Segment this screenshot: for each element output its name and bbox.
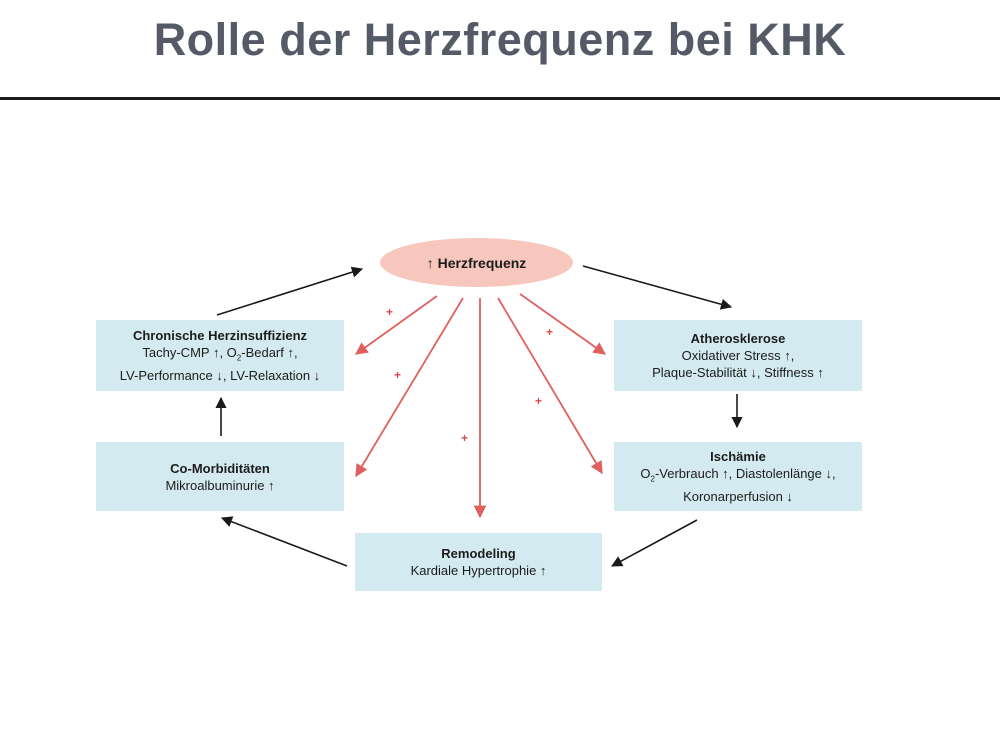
arrow-herzfrequenz-to-atherosklerose bbox=[582, 265, 733, 310]
ischaemie-title: Ischämie bbox=[710, 449, 766, 465]
title-divider bbox=[0, 97, 1000, 100]
remodeling-title: Remodeling bbox=[441, 546, 516, 561]
plus-sign: + bbox=[535, 394, 543, 408]
red-arrow-to-komorbiditaeten bbox=[355, 297, 464, 478]
atherosklerose-line2: Plaque-Stabilität ↓, Stiffness ↑ bbox=[652, 365, 824, 380]
arrow-ischaemie-to-remodeling bbox=[611, 519, 698, 567]
remodeling-box: Remodeling Kardiale Hypertrophie ↑ bbox=[355, 533, 602, 591]
herzfrequenz-label: Herzfrequenz bbox=[437, 254, 527, 271]
herzinsuffizienz-line2: LV-Performance ↓, LV-Relaxation ↓ bbox=[119, 367, 321, 383]
herzinsuffizienz-box: Chronische Herzinsuffizienz Tachy-CMP ↑,… bbox=[96, 320, 344, 391]
atherosklerose-line1: Oxidativer Stress ↑, bbox=[681, 348, 795, 363]
komorbiditaeten-box: Co-Morbiditäten Mikroalbuminurie ↑ bbox=[96, 442, 344, 511]
komorbiditaeten-line1: Mikroalbuminurie ↑ bbox=[165, 477, 275, 493]
komorbiditaeten-title: Co-Morbiditäten bbox=[170, 460, 270, 476]
plus-sign: + bbox=[546, 325, 554, 339]
red-arrow-to-ischaemie bbox=[497, 297, 603, 475]
herzinsuffizienz-title: Chronische Herzinsuffizienz bbox=[132, 328, 308, 344]
plus-sign: + bbox=[394, 368, 402, 382]
ischaemie-line1: O2-Verbrauch ↑, Diastolenlänge ↓, bbox=[640, 466, 836, 484]
atherosklerose-box: Atherosklerose Oxidativer Stress ↑, Plaq… bbox=[614, 320, 862, 391]
ischaemie-box: Ischämie O2-Verbrauch ↑, Diastolenlänge … bbox=[614, 442, 862, 511]
plus-sign: + bbox=[461, 431, 469, 445]
atherosklerose-title: Atherosklerose bbox=[690, 331, 786, 346]
red-arrow-to-herzinsuffizienz bbox=[354, 295, 438, 355]
red-arrow-to-atherosklerose bbox=[519, 293, 607, 355]
arrow-remodeling-to-komorbiditaeten bbox=[220, 516, 348, 567]
ischaemie-line2: Koronarperfusion ↓ bbox=[683, 488, 793, 504]
herzinsuffizienz-line1: Tachy-CMP ↑, O2-Bedarf ↑, bbox=[142, 345, 298, 363]
arrow-herzinsuffizienz-to-herzfrequenz bbox=[216, 266, 364, 316]
plus-sign: + bbox=[386, 305, 394, 319]
slide-title: Rolle der Herzfrequenz bei KHK bbox=[153, 14, 847, 65]
remodeling-line1: Kardiale Hypertrophie ↑ bbox=[410, 563, 547, 578]
herzfrequenz-node: ↑ Herzfrequenz bbox=[380, 238, 573, 287]
up-arrow-icon: ↑ bbox=[426, 254, 434, 271]
